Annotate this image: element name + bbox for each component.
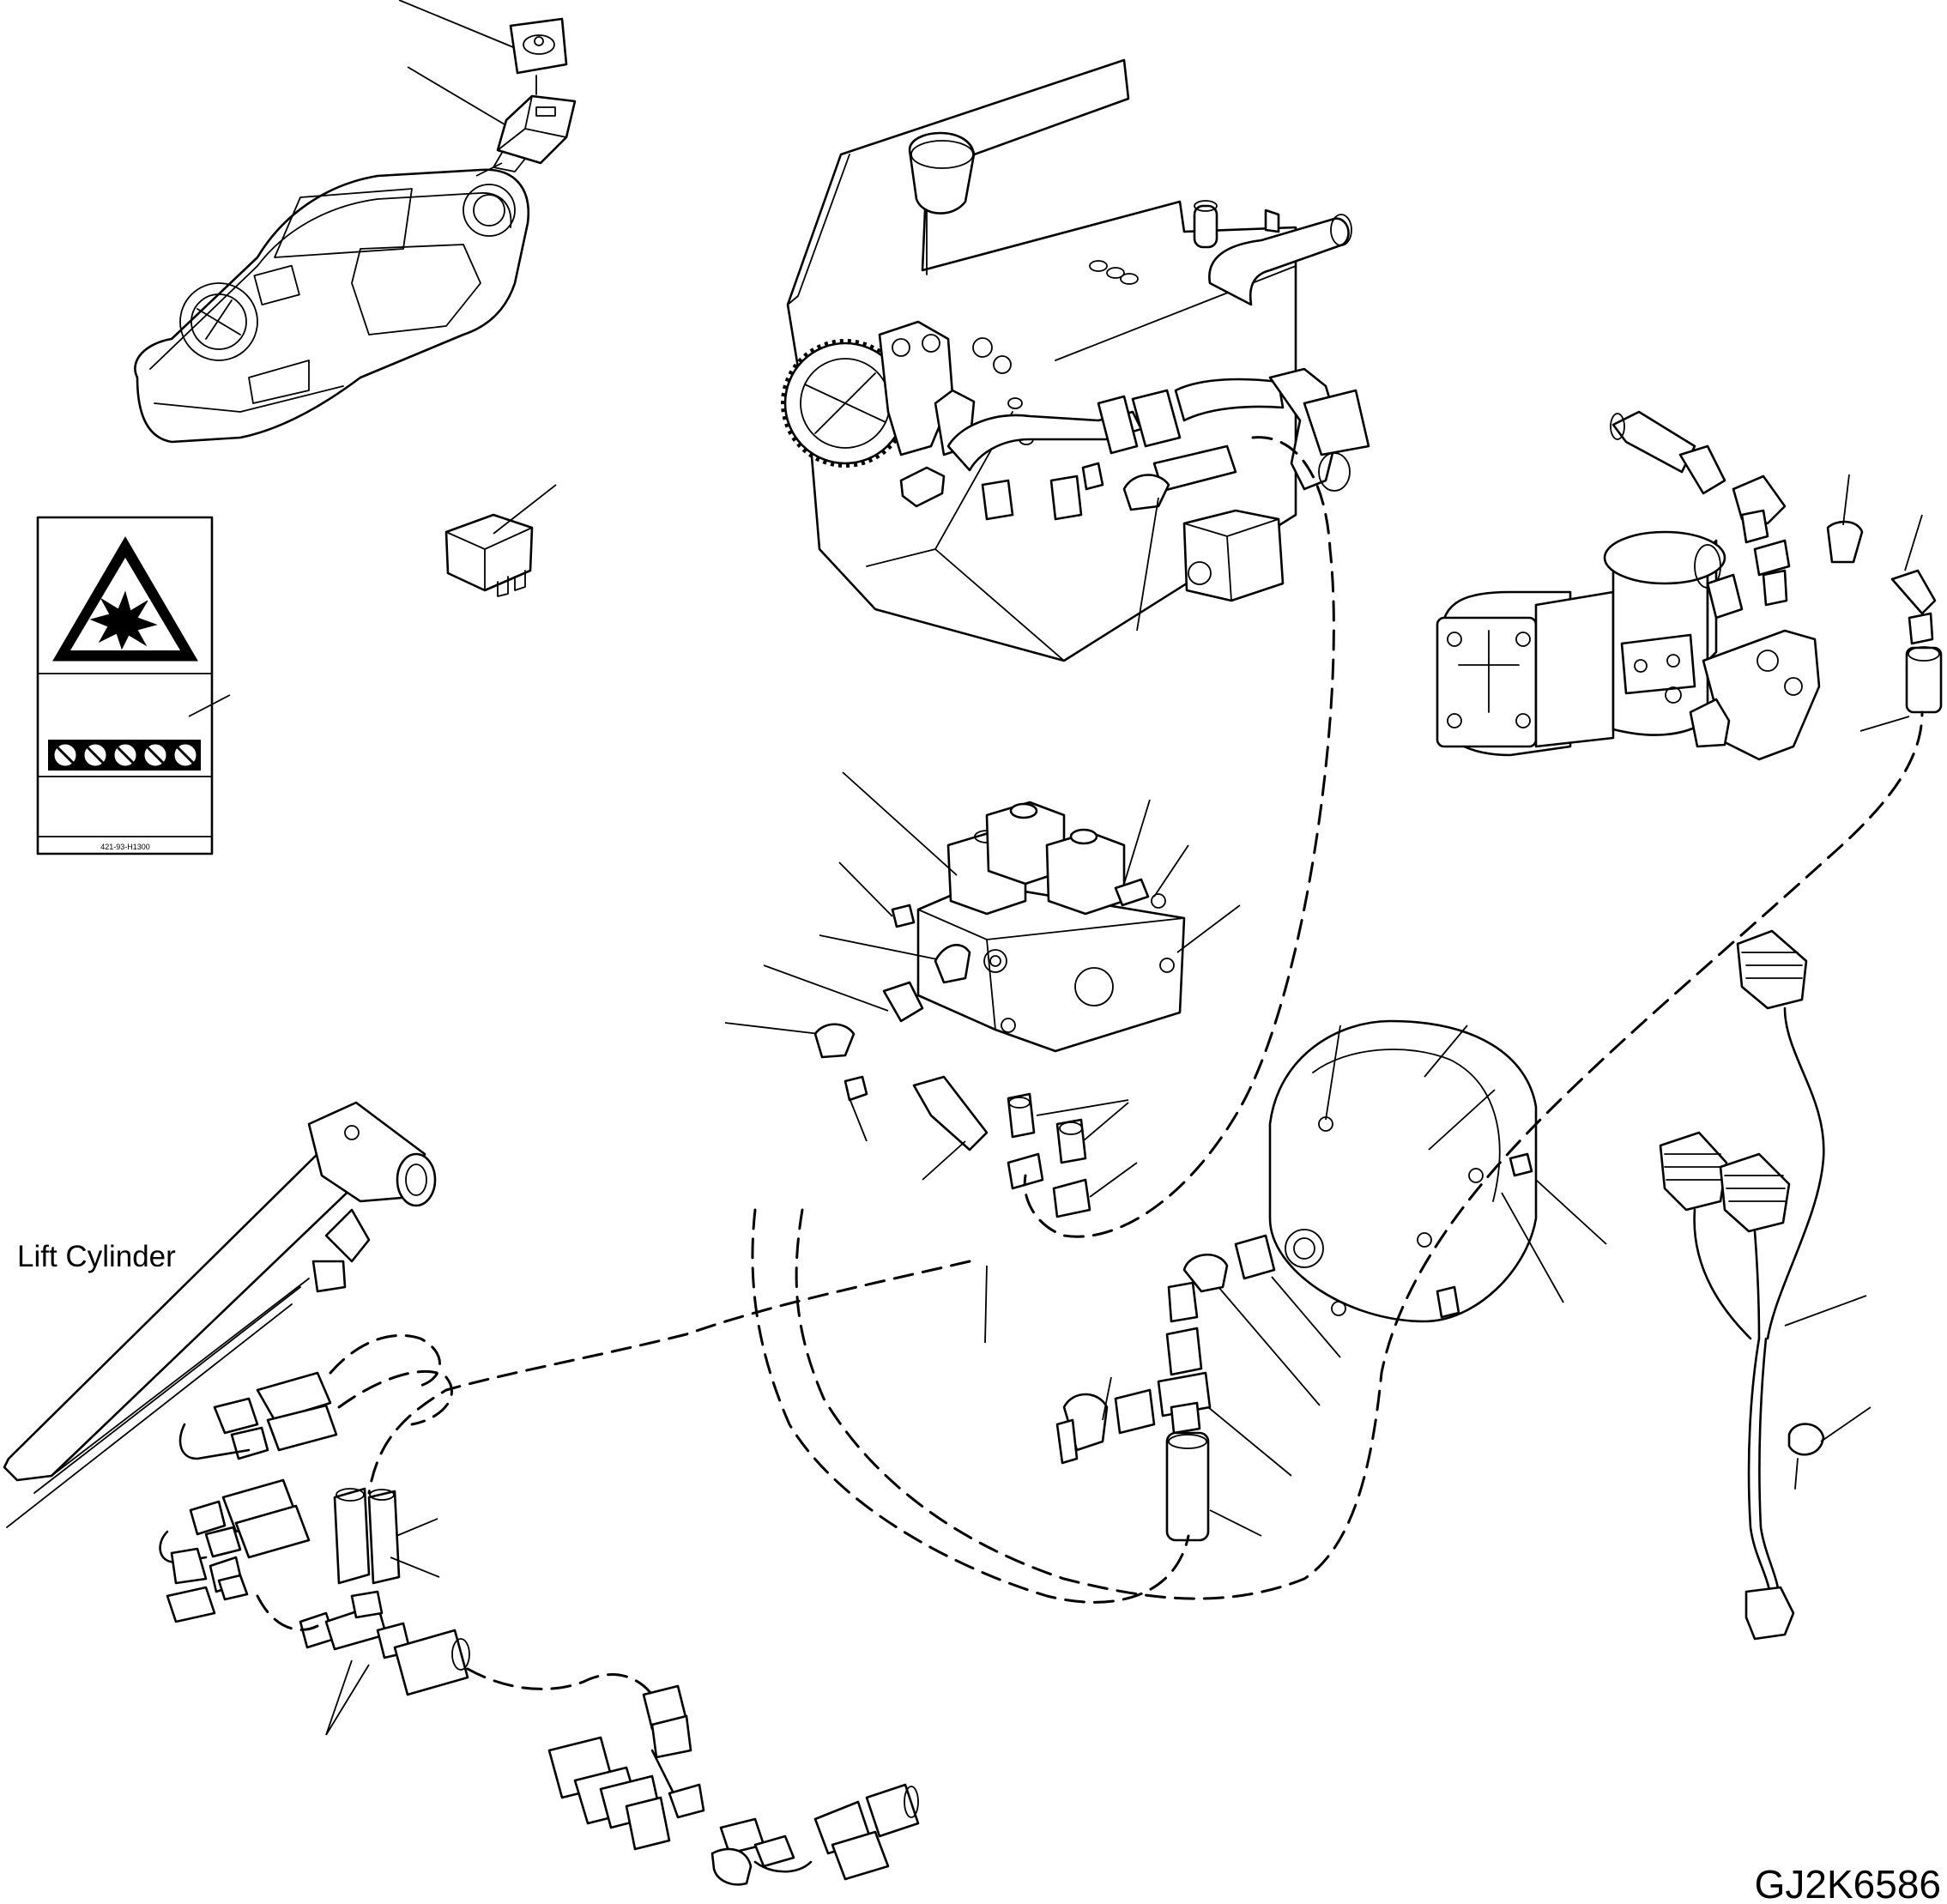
leader-line — [842, 771, 958, 876]
pump-fittings — [1610, 410, 1943, 714]
leader-line — [1842, 474, 1850, 526]
wiring-harness — [1659, 929, 1825, 1641]
hydraulic-tank — [781, 58, 1370, 662]
leader-line — [396, 1518, 438, 1537]
disk-fittings — [1055, 1234, 1276, 1542]
leader-line — [984, 1265, 988, 1344]
bottom-couplings — [547, 1684, 920, 1886]
leader-line — [1209, 1509, 1262, 1537]
leader-line — [1082, 1102, 1129, 1142]
decal-part-number: 421-93-H1300 — [100, 843, 150, 851]
lift-cylinder-label: Lift Cylinder — [17, 1240, 176, 1273]
leader-line — [1271, 1276, 1341, 1358]
leader-line — [1904, 514, 1923, 571]
leader-line — [1207, 1406, 1292, 1477]
hydraulic-pump — [1436, 530, 1821, 761]
leader-line — [763, 964, 889, 1012]
warning-decal: 421-93-H1300 — [36, 516, 214, 855]
leader-line — [1153, 844, 1189, 898]
instrument-panel — [134, 168, 530, 444]
leader-line — [922, 1140, 966, 1181]
motor-disk-housing — [1268, 1019, 1538, 1323]
leader-line — [838, 861, 893, 917]
cylinder-hose-couplings — [159, 1371, 470, 1696]
leader-line — [407, 66, 505, 125]
hose-routes — [256, 436, 1924, 1696]
leader-line — [188, 694, 231, 717]
leader-line — [1136, 497, 1159, 632]
switch-assembly — [493, 17, 577, 172]
drawing-code: GJ2K6586 — [1755, 1862, 1941, 1904]
leader-line — [849, 1097, 868, 1142]
valve-fittings — [813, 944, 1091, 1218]
leader-line — [1859, 716, 1910, 732]
leader-line — [1428, 1089, 1496, 1151]
leader-line — [493, 484, 557, 535]
leader-line — [1501, 1192, 1564, 1303]
leader-line — [398, 0, 514, 48]
leader-line — [724, 1022, 820, 1035]
leader-line — [390, 1556, 440, 1578]
leader-line — [1036, 1099, 1129, 1116]
solenoid-valve-block — [891, 801, 1186, 1053]
leader-line — [1176, 904, 1241, 953]
leader-line — [1325, 1025, 1341, 1121]
lift-cylinder — [3, 1101, 437, 1528]
leader-line — [1102, 1376, 1112, 1421]
leader-line — [1535, 1179, 1607, 1245]
leader-line — [1424, 1025, 1468, 1078]
leader-line — [325, 1659, 353, 1736]
leader-line — [1820, 1406, 1871, 1442]
explosion-icon — [89, 590, 158, 650]
leader-line — [1218, 1286, 1321, 1406]
leader-line — [1089, 1162, 1138, 1198]
relay — [444, 513, 534, 597]
prohibition-icons — [51, 741, 199, 769]
leader-line — [1784, 1295, 1867, 1327]
leader-line — [1123, 799, 1151, 885]
leader-line — [819, 934, 938, 960]
leader-line — [325, 1664, 370, 1736]
strainer-ring — [781, 320, 976, 508]
